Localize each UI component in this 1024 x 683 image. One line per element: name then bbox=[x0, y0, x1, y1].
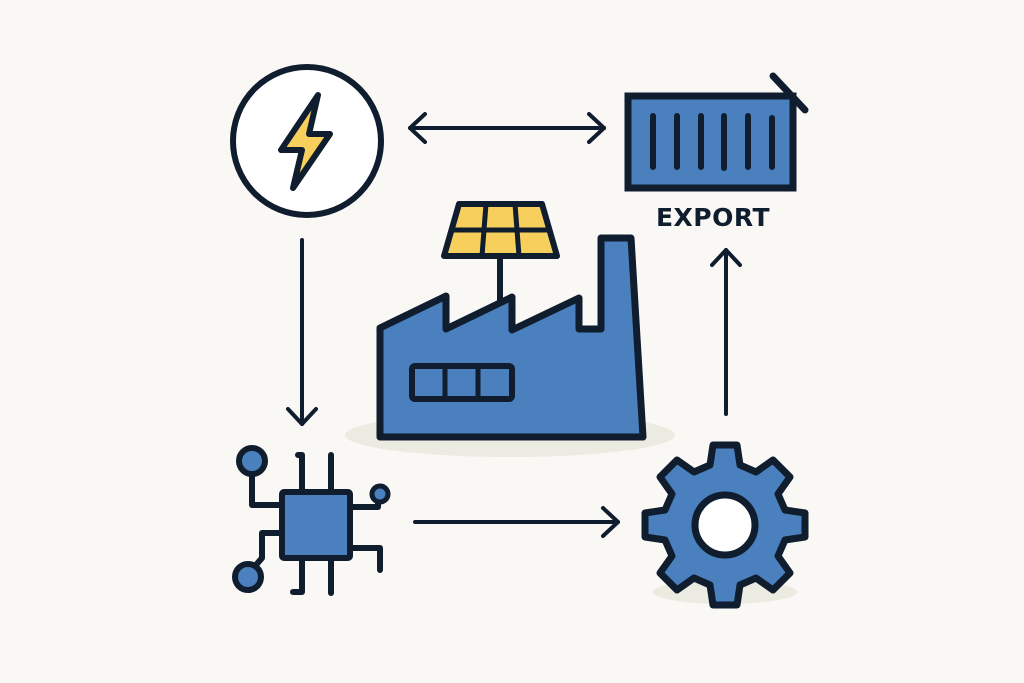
down-arrow-icon bbox=[286, 238, 318, 426]
bidirectional-arrow-icon bbox=[408, 112, 606, 144]
solar-factory-icon bbox=[376, 201, 647, 441]
lightning-bolt-icon bbox=[230, 64, 384, 218]
up-arrow-icon bbox=[710, 248, 742, 416]
shipping-container-icon bbox=[624, 72, 809, 192]
export-label: EXPORT bbox=[655, 203, 771, 232]
microchip-circuit-icon bbox=[232, 445, 391, 596]
right-arrow-icon bbox=[413, 506, 620, 538]
gear-icon bbox=[641, 441, 809, 609]
